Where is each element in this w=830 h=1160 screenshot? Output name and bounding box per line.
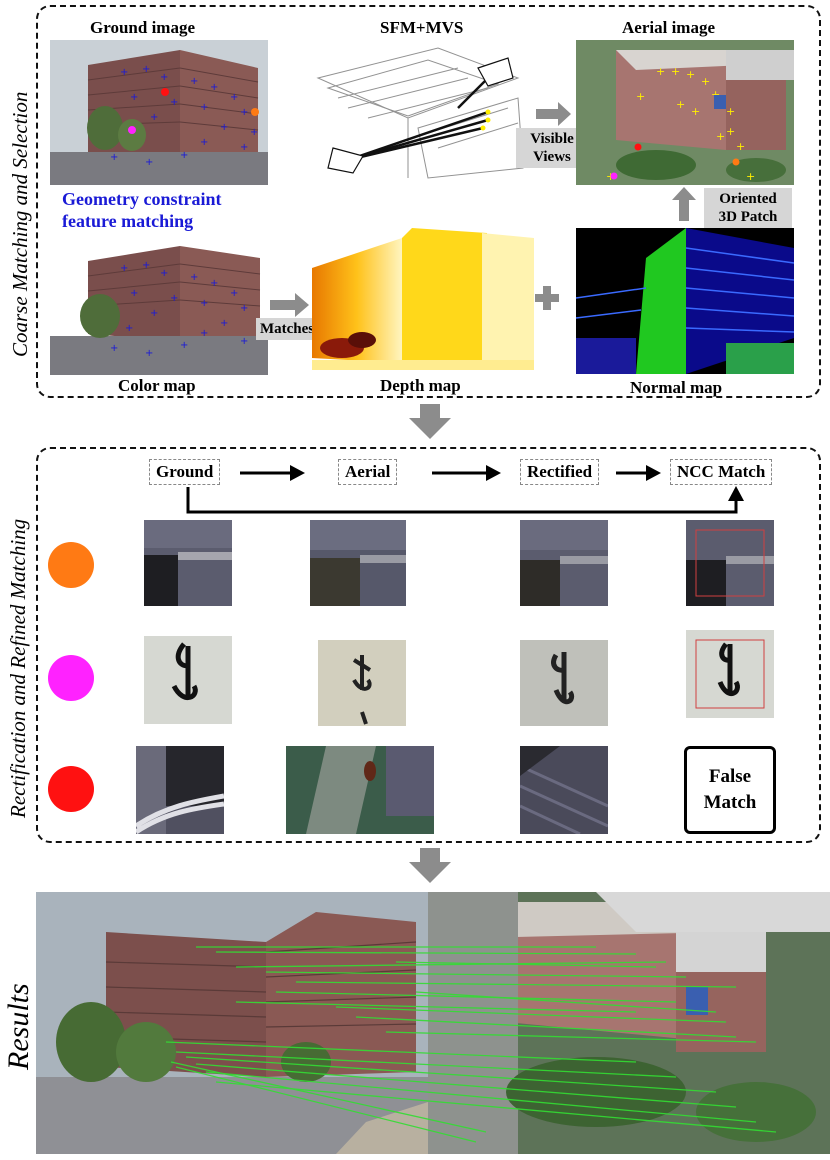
svg-text:+: + xyxy=(711,88,720,101)
svg-text:+: + xyxy=(170,97,178,108)
svg-text:+: + xyxy=(200,298,208,309)
svg-text:+: + xyxy=(240,107,248,118)
row-orange-dot xyxy=(48,542,94,588)
svg-text:+: + xyxy=(145,157,153,168)
matches-tag: Matches xyxy=(256,318,319,340)
svg-text:+: + xyxy=(230,288,238,299)
pipeline-arrows xyxy=(186,465,744,514)
svg-text:+: + xyxy=(190,272,198,283)
svg-text:+: + xyxy=(110,343,118,354)
row2-ncc-match-patch xyxy=(686,630,774,718)
svg-text:+: + xyxy=(230,92,238,103)
svg-text:+: + xyxy=(240,142,248,153)
row3-aerial-patch xyxy=(286,746,434,834)
svg-text:+: + xyxy=(220,122,228,133)
svg-text:+: + xyxy=(170,293,178,304)
row2-aerial-patch xyxy=(318,640,406,726)
aerial-image: +++ +++ +++ +++ ++ xyxy=(576,40,794,185)
svg-text:+: + xyxy=(686,68,695,81)
down-arrow-1 xyxy=(409,404,451,439)
svg-text:+: + xyxy=(160,268,168,279)
coarse-matching-section xyxy=(36,5,821,398)
svg-text:+: + xyxy=(210,278,218,289)
matches-arrow xyxy=(270,293,309,317)
step-ground: Ground xyxy=(149,459,221,485)
svg-text:+: + xyxy=(736,140,745,153)
depth-map-image xyxy=(312,228,534,370)
svg-text:+: + xyxy=(200,137,208,148)
row3-ground-patch xyxy=(136,746,224,834)
visible-views-arrow xyxy=(536,102,571,126)
svg-text:+: + xyxy=(240,336,248,347)
svg-text:+: + xyxy=(200,102,208,113)
svg-text:+: + xyxy=(691,105,700,118)
color-map-image: +++ +++ +++ +++ +++ +++ xyxy=(50,236,268,375)
svg-text:+: + xyxy=(726,125,735,138)
row1-aerial-patch xyxy=(310,520,406,606)
svg-text:+: + xyxy=(701,75,710,88)
normal-map-caption: Normal map xyxy=(630,378,723,397)
visible-views-tag: Visible Views xyxy=(516,128,588,168)
svg-text:+: + xyxy=(220,318,228,329)
svg-text:+: + xyxy=(250,127,258,138)
sfm-mvs-point-cloud xyxy=(308,38,532,186)
svg-text:+: + xyxy=(676,98,685,111)
color-map-caption: Color map xyxy=(118,376,196,395)
svg-text:+: + xyxy=(120,67,128,78)
svg-text:+: + xyxy=(190,76,198,87)
geometry-constraint-caption: Geometry constraint feature matching xyxy=(62,189,222,231)
ground-image-title: Ground image xyxy=(90,18,196,37)
svg-text:+: + xyxy=(130,288,138,299)
svg-text:+: + xyxy=(656,65,665,78)
svg-text:+: + xyxy=(130,92,138,103)
svg-text:+: + xyxy=(160,72,168,83)
normal-map-image xyxy=(576,228,794,374)
svg-text:+: + xyxy=(150,112,158,123)
svg-text:+: + xyxy=(142,260,150,271)
svg-text:+: + xyxy=(110,152,118,163)
row1-rectified-patch xyxy=(520,520,608,606)
ground-image: +++ +++ +++ +++ +++ +++ xyxy=(50,40,268,185)
svg-text:+: + xyxy=(125,323,133,334)
svg-text:+: + xyxy=(142,64,150,75)
svg-text:+: + xyxy=(636,90,645,103)
step-rectified: Rectified xyxy=(520,459,600,485)
sfm-mvs-title: SFM+MVS xyxy=(380,18,464,37)
results-image xyxy=(36,892,830,1154)
oriented-patch-arrow xyxy=(672,187,696,221)
rectification-section xyxy=(36,447,821,843)
svg-text:+: + xyxy=(671,65,680,78)
svg-text:+: + xyxy=(200,328,208,339)
row1-ncc-match-patch xyxy=(686,520,774,606)
svg-text:+: + xyxy=(240,303,248,314)
depth-map-caption: Depth map xyxy=(380,376,461,395)
row2-ground-patch xyxy=(144,636,232,724)
row3-rectified-patch xyxy=(520,746,608,834)
svg-text:+: + xyxy=(180,150,188,161)
svg-text:+: + xyxy=(145,348,153,359)
rectification-vertical-label: Rectification and Refined Matching xyxy=(6,518,30,818)
step-ncc-match: NCC Match xyxy=(670,459,773,485)
svg-text:+: + xyxy=(210,82,218,93)
aerial-image-title: Aerial image xyxy=(622,18,715,37)
row1-ground-patch xyxy=(144,520,232,606)
plus-symbol xyxy=(533,284,561,312)
svg-text:+: + xyxy=(180,340,188,351)
row2-rectified-patch xyxy=(520,640,608,726)
down-arrow-2 xyxy=(409,848,451,883)
svg-text:+: + xyxy=(716,130,725,143)
svg-text:+: + xyxy=(120,263,128,274)
row-magenta-dot xyxy=(48,655,94,701)
results-vertical-label: Results xyxy=(2,983,35,1070)
svg-text:+: + xyxy=(150,308,158,319)
row-red-dot xyxy=(48,766,94,812)
svg-text:+: + xyxy=(746,170,755,183)
svg-text:+: + xyxy=(726,105,735,118)
false-match-box: False Match xyxy=(684,746,776,834)
oriented-3d-patch-tag: Oriented 3D Patch xyxy=(704,188,792,228)
step-aerial: Aerial xyxy=(338,459,398,485)
